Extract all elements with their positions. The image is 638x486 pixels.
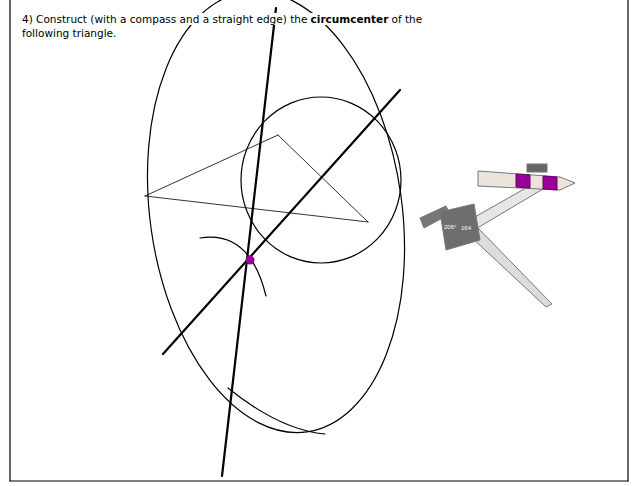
compass-arc [120,0,431,449]
circumcenter-point [246,256,255,265]
perpendicular-bisector [163,90,400,354]
page-frame [10,480,628,481]
dial-reading: 164 [461,225,471,231]
page-frame [9,0,10,481]
problem-statement: 4) Construct (with a compass and a strai… [22,12,442,40]
page-frame [627,0,628,481]
prompt-text: 4) Construct (with a compass and a strai… [22,13,307,25]
emphasis-word: circumcenter [311,13,389,25]
compass-tool [420,164,575,307]
compass-arc [200,237,266,296]
compass-arc [241,97,401,263]
dial-reading: 206° [444,224,456,230]
compass-arc [228,388,325,434]
perpendicular-bisector [222,8,276,476]
